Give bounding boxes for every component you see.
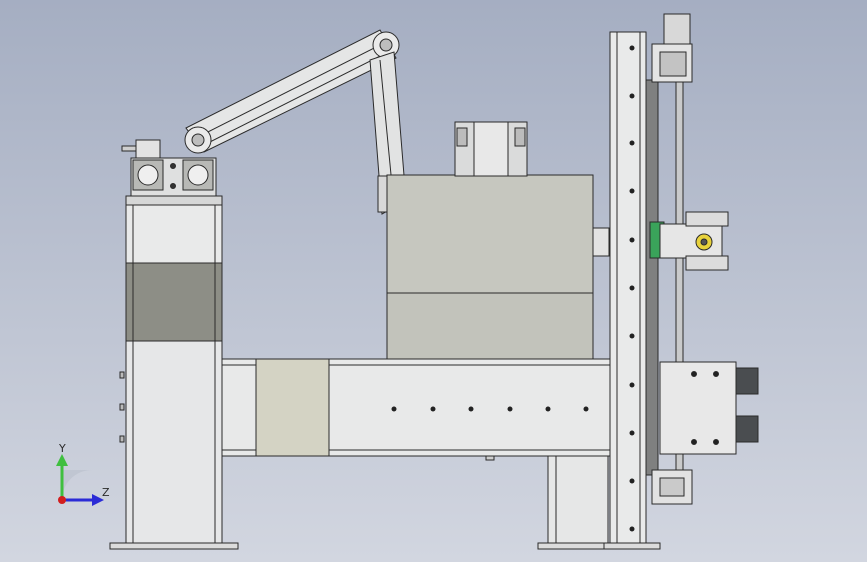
triad-y-label: Y	[58, 442, 66, 455]
vertical-rail-column[interactable]	[603, 31, 661, 550]
triad-z-label: Z	[102, 486, 110, 499]
beam-sleeve	[255, 358, 330, 457]
rail-carriage[interactable]	[649, 211, 729, 271]
beam-holes	[391, 406, 589, 412]
left-column[interactable]	[109, 202, 239, 550]
horizontal-beam[interactable]	[221, 358, 611, 461]
beam-end-motor-block[interactable]	[659, 361, 759, 455]
motor-upper-icon	[735, 367, 759, 395]
top-bracket[interactable]	[454, 121, 528, 177]
rail-top-motor[interactable]	[651, 13, 693, 83]
left-column-band	[125, 262, 223, 342]
rail-holes	[629, 45, 635, 532]
upper-arm-link[interactable]	[184, 29, 400, 154]
central-housing[interactable]	[386, 174, 610, 360]
orientation-triad: Y Z	[56, 442, 110, 506]
left-column-base-plate	[109, 542, 239, 550]
motor-lower-icon	[735, 415, 759, 443]
right-support-stand[interactable]	[537, 455, 619, 550]
rail-bottom-bracket[interactable]	[651, 469, 693, 505]
shoulder-motor-block[interactable]	[121, 139, 223, 206]
